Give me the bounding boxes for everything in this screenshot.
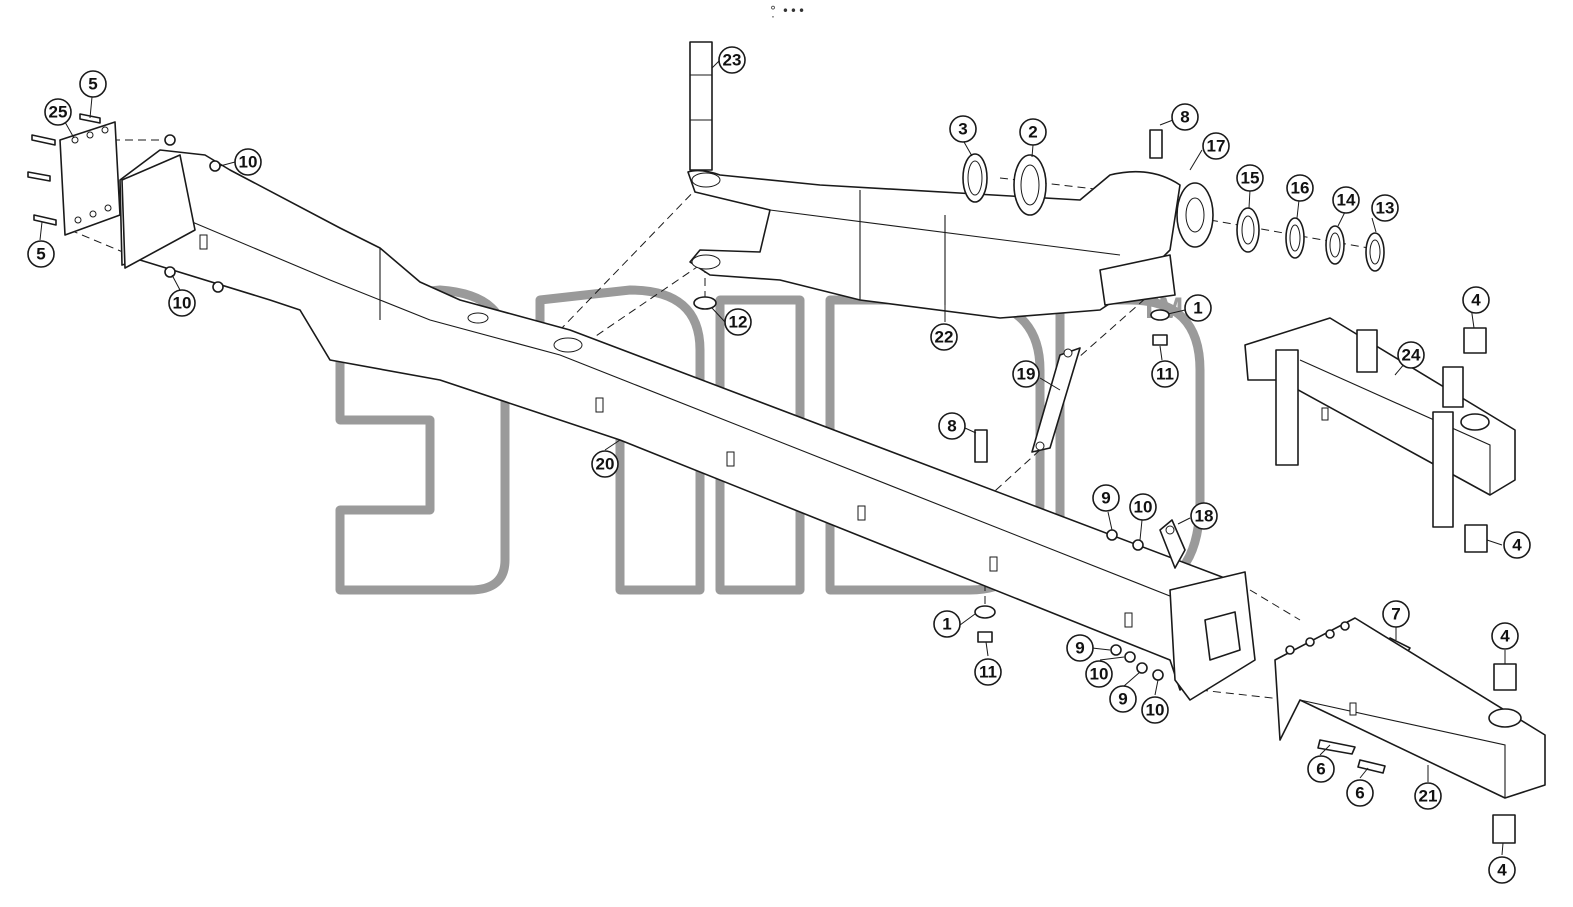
seal-ring xyxy=(962,153,988,203)
svg-text:4: 4 xyxy=(1500,627,1510,646)
callout-8: 8 xyxy=(1171,103,1199,131)
callout-18: 18 xyxy=(1190,502,1218,530)
svg-text:11: 11 xyxy=(979,663,997,682)
svg-text:6: 6 xyxy=(1316,760,1325,779)
callout-21: 21 xyxy=(1414,782,1442,810)
callout-6: 6 xyxy=(1307,755,1335,783)
callout-24: 24 xyxy=(1397,341,1425,369)
callout-1: 1 xyxy=(933,610,961,638)
svg-text:9: 9 xyxy=(1118,690,1127,709)
callout-25: 25 xyxy=(44,98,72,126)
callout-10: 10 xyxy=(234,148,262,176)
callout-15: 15 xyxy=(1236,164,1264,192)
svg-text:12: 12 xyxy=(729,313,748,332)
pivot-pin xyxy=(689,41,713,171)
svg-text:1: 1 xyxy=(1193,299,1202,318)
link-rod xyxy=(1031,347,1081,453)
svg-text:4: 4 xyxy=(1512,536,1522,555)
callout-1: 1 xyxy=(1184,294,1212,322)
callout-10: 10 xyxy=(1141,696,1169,724)
svg-text:10: 10 xyxy=(173,294,192,313)
callout-16: 16 xyxy=(1286,174,1314,202)
callout-14: 14 xyxy=(1332,186,1360,214)
svg-text:10: 10 xyxy=(1146,701,1165,720)
svg-text:13: 13 xyxy=(1376,199,1395,218)
callout-2: 2 xyxy=(1019,118,1047,146)
callout-9: 9 xyxy=(1066,634,1094,662)
callout-19: 19 xyxy=(1012,360,1040,388)
washers-nuts xyxy=(164,134,1170,681)
bracket xyxy=(1159,519,1186,569)
callout-7: 7 xyxy=(1382,600,1410,628)
svg-text:14: 14 xyxy=(1337,191,1356,210)
cross-beam-upper xyxy=(1244,317,1516,553)
svg-text:8: 8 xyxy=(1180,108,1189,127)
svg-text:1: 1 xyxy=(942,615,951,634)
callout-4: 4 xyxy=(1462,286,1490,314)
callout-23: 23 xyxy=(718,46,746,74)
callout-17: 17 xyxy=(1202,132,1230,160)
svg-text:11: 11 xyxy=(1156,365,1174,384)
callout-11: 11 xyxy=(1151,360,1179,388)
svg-text:25: 25 xyxy=(49,103,68,122)
svg-text:9: 9 xyxy=(1101,489,1110,508)
svg-text:16: 16 xyxy=(1291,179,1310,198)
swing-arm xyxy=(687,169,1214,319)
callout-22: 22 xyxy=(930,323,958,351)
bearing-right xyxy=(1236,207,1385,272)
callout-4: 4 xyxy=(1503,531,1531,559)
svg-text:21: 21 xyxy=(1419,787,1438,806)
svg-text:18: 18 xyxy=(1195,507,1214,526)
cross-beam-lower xyxy=(1274,617,1546,844)
svg-text:24: 24 xyxy=(1402,346,1421,365)
callout-9: 9 xyxy=(1092,484,1120,512)
svg-text:8: 8 xyxy=(947,417,956,436)
svg-text:15: 15 xyxy=(1241,169,1260,188)
callout-6: 6 xyxy=(1346,779,1374,807)
callout-3: 3 xyxy=(949,115,977,143)
svg-text:22: 22 xyxy=(935,328,954,347)
callout-13: 13 xyxy=(1371,194,1399,222)
svg-text:3: 3 xyxy=(958,120,967,139)
main-beam xyxy=(119,149,1256,701)
callout-11: 11 xyxy=(974,658,1002,686)
callout-10: 10 xyxy=(1129,493,1157,521)
callout-5: 5 xyxy=(27,240,55,268)
callout-5: 5 xyxy=(79,70,107,98)
callout-9: 9 xyxy=(1109,685,1137,713)
callouts: 5 25 10 5 10 23 3 2 8 17 15 16 14 13 12 … xyxy=(27,46,1531,884)
svg-text:19: 19 xyxy=(1017,365,1036,384)
svg-text:6: 6 xyxy=(1355,784,1364,803)
header-indicator: °̣ ••• xyxy=(770,4,807,18)
bearing xyxy=(1013,154,1047,216)
callout-20: 20 xyxy=(591,450,619,478)
svg-text:10: 10 xyxy=(1090,665,1109,684)
callout-10: 10 xyxy=(168,289,196,317)
svg-text:4: 4 xyxy=(1471,291,1481,310)
svg-text:10: 10 xyxy=(239,153,258,172)
svg-text:7: 7 xyxy=(1391,605,1400,624)
svg-text:4: 4 xyxy=(1497,861,1507,880)
svg-text:5: 5 xyxy=(88,75,97,94)
leader-lines xyxy=(39,59,1506,856)
callout-12: 12 xyxy=(724,308,752,336)
svg-text:23: 23 xyxy=(723,51,742,70)
callout-10: 10 xyxy=(1085,660,1113,688)
callout-4: 4 xyxy=(1491,622,1519,650)
svg-text:10: 10 xyxy=(1134,498,1153,517)
svg-text:9: 9 xyxy=(1075,639,1084,658)
svg-text:17: 17 xyxy=(1207,137,1226,156)
svg-text:5: 5 xyxy=(36,245,45,264)
svg-text:20: 20 xyxy=(596,455,615,474)
end-plate xyxy=(27,113,121,236)
svg-text:2: 2 xyxy=(1028,123,1037,142)
callout-8: 8 xyxy=(938,412,966,440)
callout-4: 4 xyxy=(1488,856,1516,884)
